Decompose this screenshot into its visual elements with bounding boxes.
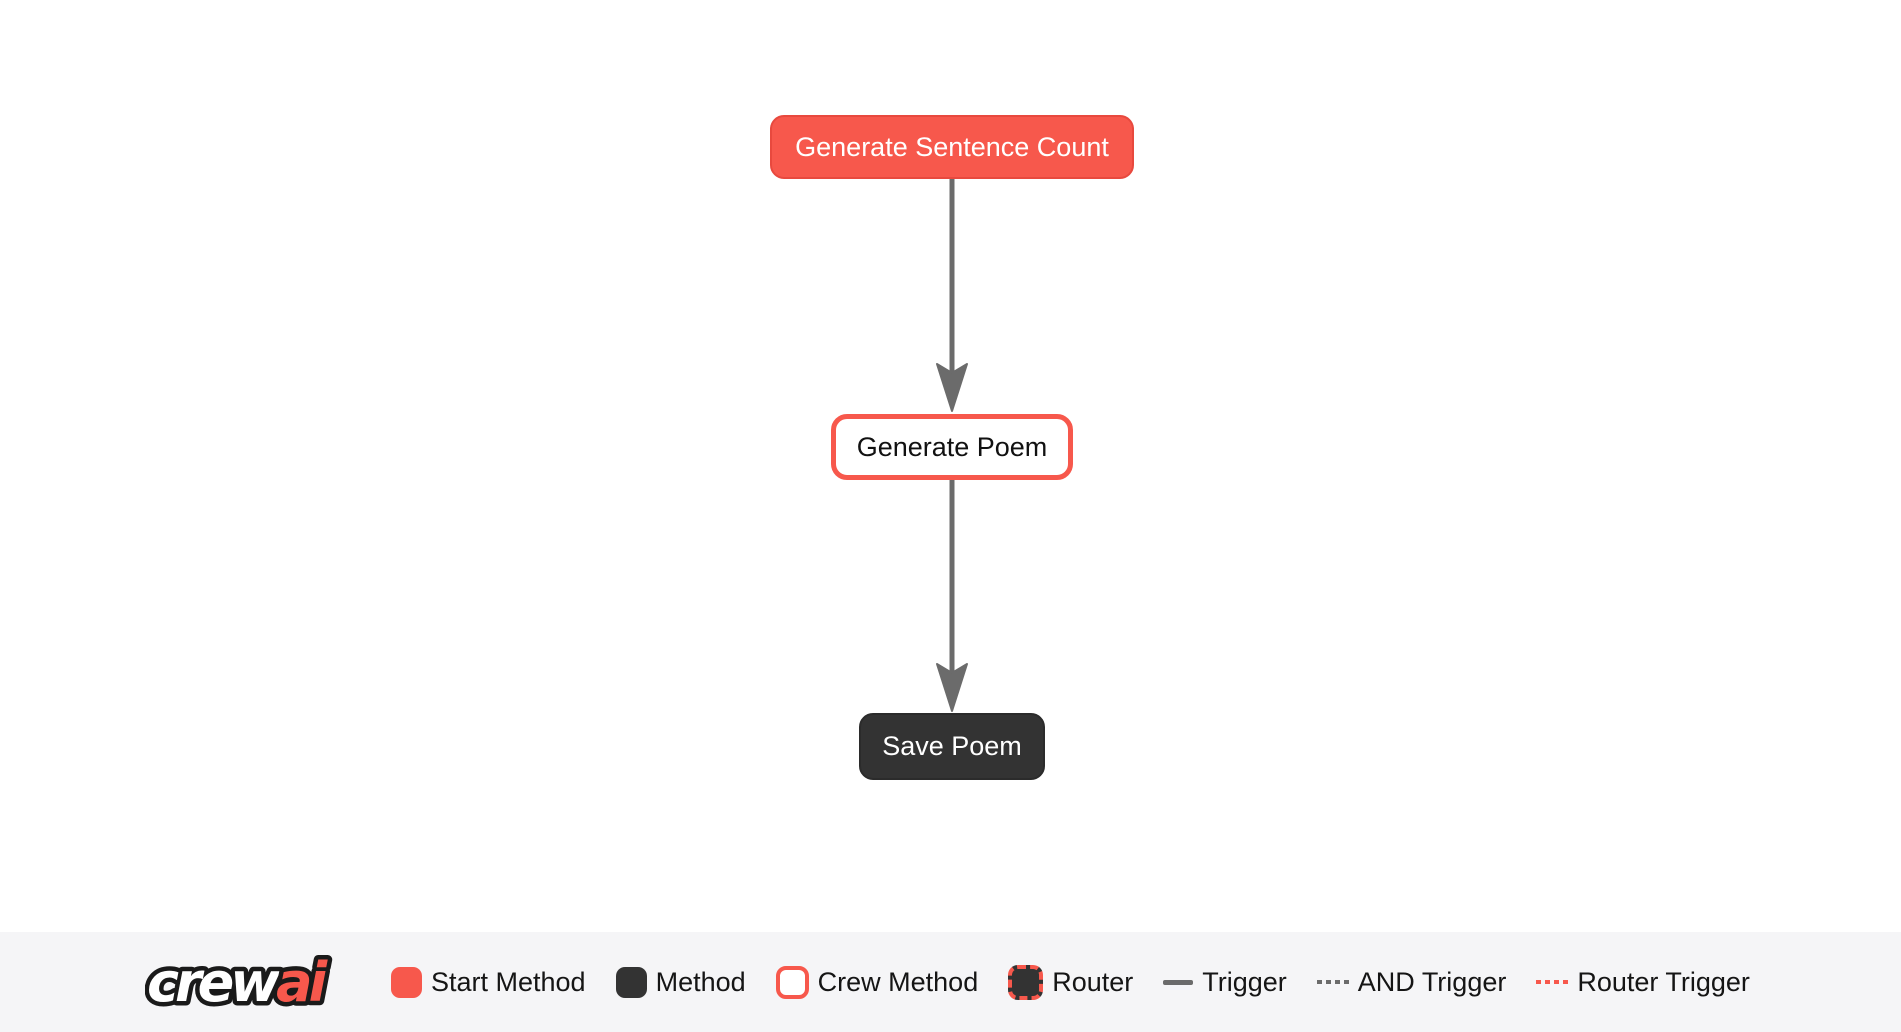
trigger-line-swatch — [1163, 979, 1194, 985]
legend-item-router: Router — [1008, 964, 1134, 1000]
arrowhead-down-icon — [936, 663, 968, 712]
legend-label: Crew Method — [817, 966, 979, 997]
node-label: Save Poem — [882, 731, 1022, 761]
edge-trigger-1 — [936, 179, 968, 412]
legend-label: Start Method — [431, 966, 586, 997]
legend-label: AND Trigger — [1357, 966, 1507, 997]
crew-method-swatch — [775, 965, 809, 999]
edge-trigger-2 — [936, 480, 968, 712]
method-swatch — [615, 966, 647, 998]
node-label: Generate Poem — [856, 431, 1048, 462]
flow-node-generate-sentence-count[interactable]: Generate Sentence Count — [770, 115, 1134, 179]
crewai-logo: crewai — [145, 947, 337, 1019]
legend-label: Router Trigger — [1577, 966, 1750, 997]
legend-item-trigger: Trigger — [1163, 967, 1287, 998]
start-method-swatch — [391, 966, 422, 998]
and-trigger-line-swatch — [1316, 980, 1349, 984]
node-label: Generate Sentence Count — [795, 131, 1109, 162]
legend-label: Trigger — [1202, 966, 1287, 997]
flow-node-save-poem[interactable]: Save Poem — [859, 713, 1045, 780]
legend-item-start-method: Start Method — [391, 966, 586, 998]
legend-item-method: Method — [615, 966, 746, 998]
legend-item-crew-method: Crew Method — [775, 965, 979, 999]
arrowhead-down-icon — [936, 363, 968, 412]
flow-node-generate-poem[interactable]: Generate Poem — [831, 414, 1073, 480]
legend-label: Router — [1052, 966, 1134, 997]
logo-text-ai: ai — [276, 951, 328, 1014]
svg-text:crewai: crewai — [147, 951, 329, 1014]
flow-edges-layer — [936, 179, 968, 712]
legend-bar: crewai Start Method Method Crew Method R… — [0, 932, 1901, 1032]
router-swatch — [1008, 964, 1044, 1000]
legend-item-router-trigger: Router Trigger — [1536, 967, 1750, 998]
legend-label: Method — [655, 966, 746, 997]
flow-canvas[interactable]: Generate Sentence Count Generate Poem Sa… — [0, 0, 1901, 932]
logo-text-crew: crew — [147, 951, 281, 1014]
router-trigger-line-swatch — [1536, 980, 1569, 984]
legend-item-and-trigger: AND Trigger — [1316, 966, 1507, 998]
